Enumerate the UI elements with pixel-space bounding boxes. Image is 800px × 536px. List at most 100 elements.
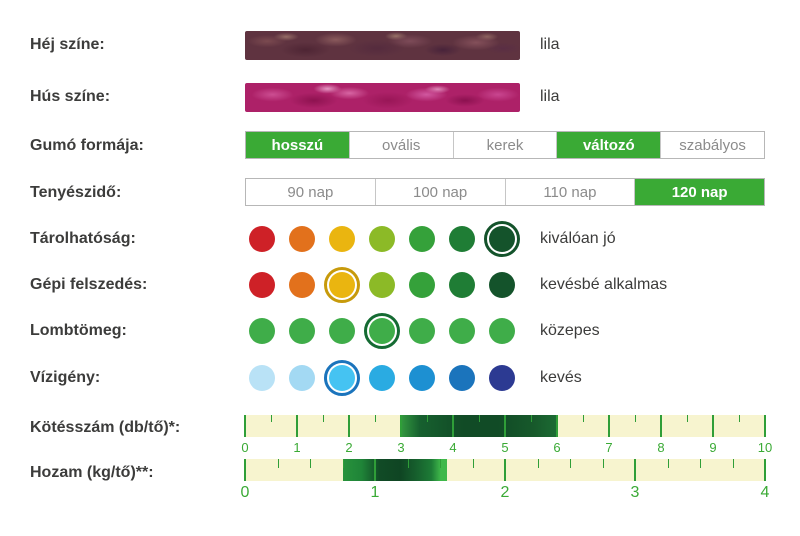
rating-dot xyxy=(289,226,315,252)
highlighted-range xyxy=(342,459,447,481)
option-unselected: 90 nap xyxy=(246,179,376,205)
rating-dot-slot xyxy=(402,358,442,398)
selected-rating-ring xyxy=(324,360,360,396)
minor-tick xyxy=(583,415,584,422)
minor-tick xyxy=(407,459,409,468)
machine-harvest-rating xyxy=(242,265,522,305)
rating-dot xyxy=(449,226,475,252)
rating-dot xyxy=(289,272,315,298)
rating-dot-slot xyxy=(322,219,362,259)
minor-tick xyxy=(531,415,532,422)
rating-dot xyxy=(489,365,515,391)
minor-tick xyxy=(342,459,344,468)
rating-dot-slot xyxy=(402,265,442,305)
option-unselected: ovális xyxy=(350,132,454,158)
minor-tick xyxy=(537,459,539,468)
minor-tick xyxy=(687,415,688,422)
tuber-count-scale xyxy=(244,415,766,437)
rating-dot xyxy=(329,318,355,344)
major-tick xyxy=(556,415,558,437)
rating-dot-slot xyxy=(322,265,362,305)
major-tick xyxy=(504,459,506,481)
minor-tick xyxy=(271,415,272,422)
rating-dot-slot xyxy=(482,265,522,305)
rating-dot-slot xyxy=(362,219,402,259)
rating-dot-slot xyxy=(322,358,362,398)
minor-tick xyxy=(375,415,376,422)
selected-rating-ring xyxy=(364,313,400,349)
foliage-mass-rating xyxy=(242,311,522,351)
flesh-color-value: lila xyxy=(540,88,560,105)
machine-harvest-value: kevésbé alkalmas xyxy=(540,276,668,293)
yield-scale xyxy=(244,459,766,481)
yield-label: Hozam (kg/tő)**: xyxy=(30,464,154,481)
rating-dot xyxy=(249,365,275,391)
rating-dot-slot xyxy=(242,358,282,398)
axis-number: 2 xyxy=(500,484,510,501)
rating-dot xyxy=(449,318,475,344)
major-tick xyxy=(296,415,298,437)
tuber-count-label: Kötésszám (db/tő)*: xyxy=(30,419,181,436)
rating-dot-slot xyxy=(482,358,522,398)
water-need-rating xyxy=(242,358,522,398)
axis-number: 1 xyxy=(370,484,380,501)
major-tick xyxy=(764,415,766,437)
rating-dot xyxy=(409,226,435,252)
rating-dot-slot xyxy=(282,358,322,398)
minor-tick xyxy=(440,459,441,468)
rating-dot-slot xyxy=(482,219,522,259)
rating-dot xyxy=(249,226,275,252)
major-tick xyxy=(634,459,636,481)
option-selected: 120 nap xyxy=(635,179,764,205)
major-tick xyxy=(764,459,766,481)
minor-tick xyxy=(277,459,279,468)
axis-number: 1 xyxy=(293,440,301,455)
minor-tick xyxy=(700,459,701,468)
water-need-value: kevés xyxy=(540,369,582,386)
rating-dot-slot xyxy=(442,358,482,398)
option-selected: változó xyxy=(557,132,662,158)
rating-dot xyxy=(449,272,475,298)
minor-tick xyxy=(427,415,428,422)
rating-dot-slot xyxy=(242,311,282,351)
rating-dot xyxy=(449,365,475,391)
axis-number: 5 xyxy=(501,440,509,455)
major-tick xyxy=(608,415,610,437)
rating-dot-slot xyxy=(242,265,282,305)
axis-number: 10 xyxy=(757,440,773,455)
option-unselected: 110 nap xyxy=(506,179,636,205)
selected-rating-ring xyxy=(324,267,360,303)
rating-dot xyxy=(409,318,435,344)
axis-number: 2 xyxy=(345,440,353,455)
option-unselected: kerek xyxy=(454,132,558,158)
rating-dot xyxy=(249,318,275,344)
tuber-shape-label: Gumó formája: xyxy=(30,137,144,154)
minor-tick xyxy=(732,459,734,468)
rating-dot xyxy=(409,272,435,298)
skin-color-label: Héj színe: xyxy=(30,36,105,53)
rating-dot-slot xyxy=(402,219,442,259)
major-tick xyxy=(400,415,402,437)
storability-label: Tárolhatóság: xyxy=(30,230,136,247)
flesh-color-swatch xyxy=(245,83,520,112)
major-tick xyxy=(244,415,246,437)
axis-number: 0 xyxy=(240,484,250,501)
major-tick xyxy=(504,415,506,437)
skin-color-swatch xyxy=(245,31,520,60)
option-selected: hosszú xyxy=(246,132,350,158)
rating-dot-slot xyxy=(282,311,322,351)
option-unselected: 100 nap xyxy=(376,179,506,205)
rating-dot-slot xyxy=(282,265,322,305)
rating-dot-slot xyxy=(442,311,482,351)
rating-dot-slot xyxy=(442,219,482,259)
rating-dot xyxy=(369,226,395,252)
rating-dot xyxy=(289,318,315,344)
minor-tick xyxy=(310,459,311,468)
rating-dot-slot xyxy=(242,219,282,259)
minor-tick xyxy=(323,415,324,422)
selected-rating-ring xyxy=(484,221,520,257)
minor-tick xyxy=(739,415,740,422)
